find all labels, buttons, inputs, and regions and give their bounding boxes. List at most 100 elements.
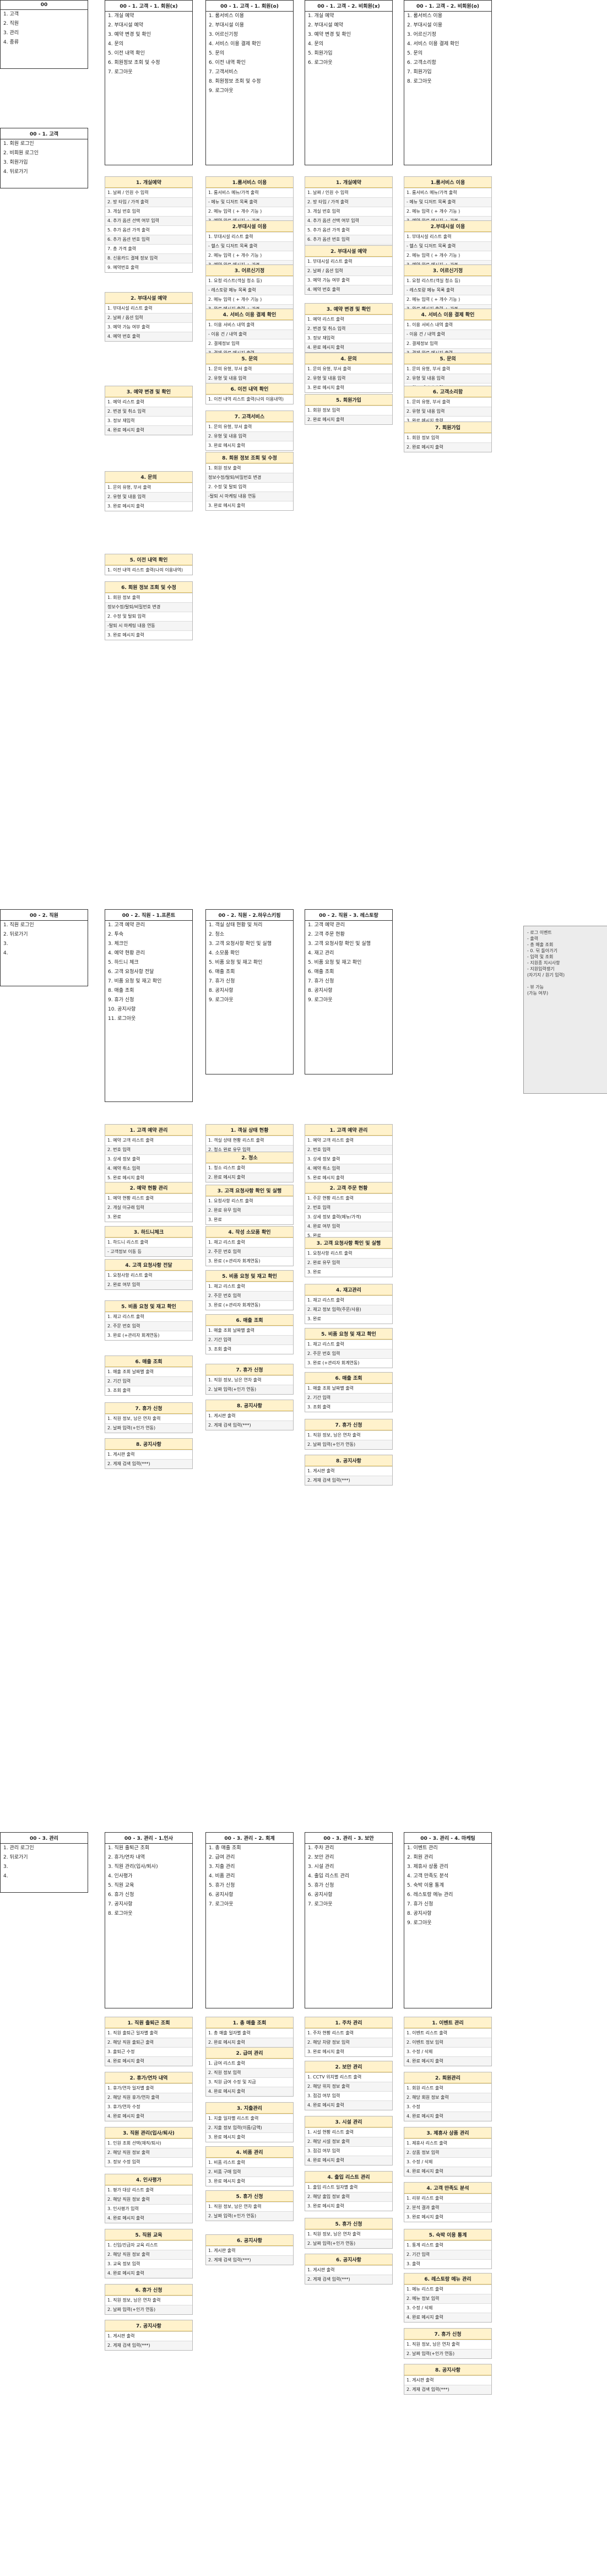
flow-step: - 헬스 및 디저트 목록 출력 [404,241,491,251]
flow-step: 1. 회원 정보 출력 [105,593,192,602]
flow-step: 2. 메뉴 입력 ( + 개수 기능 ) [404,295,491,304]
menu-item: 9. 로그아웃 [209,997,234,1003]
flow-step: 1. 직원 출퇴근 일자별 출력 [105,2028,192,2038]
flow-step: 2. 날짜 / 옵션 입력 [305,266,392,276]
menu-item: 1. 총 매출 조회 [209,1845,241,1851]
flow-card-title: 1. 직원 출퇴근 조회 [105,2017,192,2028]
menu-title: 00 - 1. 고객 [1,128,88,139]
flow-step: 1. 직원 정보, 남은 연차 출력 [206,1375,293,1385]
flow-step: 3. 휴가/연차 수정 [105,2102,192,2111]
flow-step: 4. 완료 메시지 출력 [404,2056,491,2066]
menu-item: 2. 급여 관리 [209,1855,235,1860]
flow-step: 2. 유형 및 내용 입력 [105,492,192,501]
flow-step: 2. 완료 메시지 출력 [206,1173,293,1182]
flow-card-title: 6. 회원 정보 조회 및 수정 [105,582,192,593]
menu-title: 00 - 3. 관리 - 4. 마케팅 [404,1833,491,1844]
flow-card-title: 7. 휴가 신청 [206,1364,293,1375]
flow-step: 3. 점검 여부 입력 [305,2146,392,2156]
menu-title: 00 - 1. 고객 - 2. 비회원(o) [404,1,491,12]
flow-step: 3. 완료 메시지 출력 [305,383,392,392]
menu-item: 9. 로그아웃 [209,88,234,94]
flow-step: 1. 문의 유형, 부서 출력 [404,364,491,374]
flow-card-title: 7. 휴가 신청 [105,1403,192,1414]
flow-step: 3. 출퇴근 수정 [105,2047,192,2056]
flow-step: 3. 완료 [206,1215,293,1224]
menu-item: 8. 매출 조회 [108,988,134,993]
flow-step: 3. 수정 [404,2102,491,2111]
flow-card-title: 1. 이벤트 관리 [404,2017,491,2028]
flow-step: 2. 번호 입력 [305,1145,392,1154]
flow-step: 3. 완료 메시지 출력 [404,2212,491,2222]
flow-step: 1. 룸서비스 메뉴/가격 출력 [206,188,293,197]
flow-step: 1. 게시판 출력 [404,2375,491,2385]
note-line: - 0. 뒤 돌아가기 [527,948,557,953]
flow-card-title: 4. 문의 [105,472,192,483]
flow-card-title: 2. 부대시설 예약 [305,246,392,257]
flow-step: 3. 완료 메시지 출력 [404,416,491,425]
menu-item: 4. 소모품 확인 [209,951,240,956]
flow-step: 1. 통계 리스트 출력 [404,2240,491,2250]
flow-step: 3. 수정 / 삭제 [404,2303,491,2313]
menu-item: 5. 회원가입 [308,51,333,56]
flow-step: 1. 급여 리스트 출력 [206,2059,293,2068]
flow-step: 1. 회원 리스트 출력 [404,2083,491,2093]
flow-step: 2. 주문 번호 입력 [105,1321,192,1331]
flow-step: 1. 게시판 출력 [305,1466,392,1476]
flow-step: 4. 완료 메시지 출력 [404,2313,491,2322]
flow-step: 2. 재고 정보 입력(주문/사용) [305,1305,392,1314]
flow-step: 2. 게재 검색 입력(***) [206,2255,293,2265]
menu-item: 6. 이전 내역 확인 [209,60,246,66]
flow-card-title: 2. 회원관리 [404,2072,491,2083]
menu-item: 4. 뒤로가기 [3,169,28,175]
flow-card-title: 2. 고객 주문 현황 [305,1182,392,1194]
menu-item: 6. 휴가 신청 [108,1892,134,1898]
menu-item: 5. 비품 요청 및 재고 확인 [308,960,362,965]
flow-step: 4. 예약 취소 입력 [105,1164,192,1173]
flow-step: 1. 직원 정보, 남은 연차 출력 [105,1414,192,1423]
flow-step: 2. 유형 및 내용 입력 [404,407,491,416]
flow-step: 2. 수정 및 탈퇴 입력 [105,612,192,621]
flow-step: 3. 상세 정보 출력 [105,1154,192,1164]
flow-step: 4. 추가 옵션 선택 여부 입력 [305,216,392,225]
menu-item: 1. 룸서비스 이용 [407,13,442,19]
flow-step: 3. 완료 [305,1267,392,1277]
flow-card-title: 5. 직원 교육 [105,2229,192,2240]
flow-step: 8. 신용카드 결제 정보 입력 [105,253,192,263]
menu-item: 1. 객실 상태 현황 및 처리 [209,922,263,928]
flow-card-title: 3. 지출관리 [206,2103,293,2114]
flow-step: 1. 제휴사 리스트 출력 [404,2138,491,2148]
flow-step: 2. 해당 시설 정보 출력 [305,2137,392,2146]
flow-step: 1. 문의 유형, 부서 출력 [206,422,293,431]
flow-step: 2. 지출 정보 입력(이름/금액) [206,2123,293,2132]
flow-card-title: 1. 고객 예약 관리 [105,1125,192,1136]
flow-step: 3. 출력 [404,2259,491,2269]
flow-card-title: 4. 출입 리스트 관리 [305,2172,392,2183]
flow-card-title: 6. 매출 조회 [105,1356,192,1367]
flow-step: 1. 재고 리스트 출력 [206,1282,293,1291]
menu-item: 2. 부대시설 예약 [108,23,143,28]
flow-step: 1. 부대시설 리스트 출력 [404,232,491,241]
flow-card-title: 3. 어르신기정 [206,265,293,276]
flow-step: 3. 직원 급여 수정 및 지급 [206,2077,293,2087]
flow-step: 1. 문의 유형, 부서 출력 [105,483,192,492]
flow-step: 5. 완료 메시지 출력 [305,1173,392,1182]
menu-item: 2. 뒤로가기 [3,932,28,937]
flow-card-title: 1. 개실예약 [105,177,192,188]
